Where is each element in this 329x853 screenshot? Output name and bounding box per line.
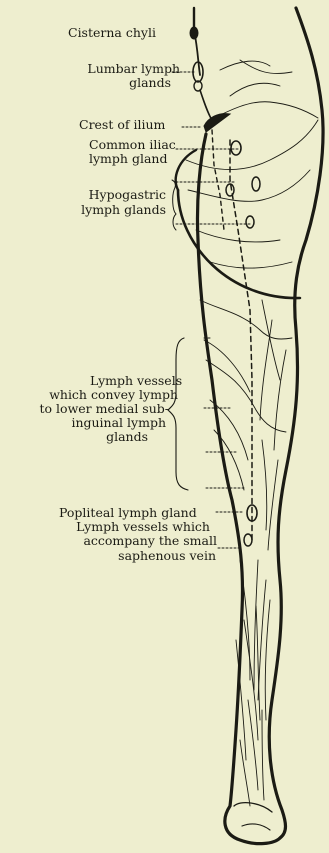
label-lumbar-line2: glands — [129, 76, 171, 90]
leg-outline-lateral — [269, 8, 323, 838]
label-lymph-vessels-line4: inguinal lymph — [71, 416, 166, 430]
label-popliteal: Popliteal lymph gland — [59, 506, 197, 520]
label-lymph-vessels-line2: which convey lymph — [49, 388, 178, 402]
leg-outline-medial — [197, 134, 280, 844]
cisterna-chyli-icon — [190, 27, 198, 39]
superficial-lymph-vessels — [186, 60, 318, 806]
label-hypogastric-line2: lymph glands — [81, 203, 166, 217]
label-small-saphenous-line3: saphenous vein — [118, 549, 216, 563]
label-lymph-vessels-line5: glands — [106, 430, 148, 444]
label-small-saphenous-line2: accompany the small — [83, 534, 217, 548]
label-crest-of-ilium: Crest of ilium — [79, 118, 165, 132]
ilium-crest-icon — [204, 114, 230, 132]
hypogastric-gland-icon-3 — [246, 216, 254, 228]
hypogastric-gland-icon-1 — [226, 184, 234, 196]
label-small-saphenous-line1: Lymph vessels which — [76, 520, 210, 534]
label-common-iliac-line2: lymph gland — [89, 152, 167, 166]
hypogastric-brace — [172, 180, 176, 230]
leader-lines — [172, 72, 250, 548]
label-lymph-vessels-line3: to lower medial sub- — [40, 402, 169, 416]
lymph-vessels-brace — [168, 338, 188, 490]
common-iliac-gland-icon — [231, 141, 241, 155]
small-saphenous-vessel-icon — [244, 534, 252, 546]
label-common-iliac-line1: Common iliac — [89, 138, 176, 152]
label-hypogastric-line1: Hypogastric — [89, 188, 166, 202]
label-cisterna-chyli: Cisterna chyli — [68, 26, 156, 40]
label-lymph-vessels-line1: Lymph vessels — [90, 374, 180, 388]
label-lumbar-line1: Lumbar lymph — [87, 62, 180, 76]
hypogastric-gland-icon-2 — [252, 177, 260, 191]
